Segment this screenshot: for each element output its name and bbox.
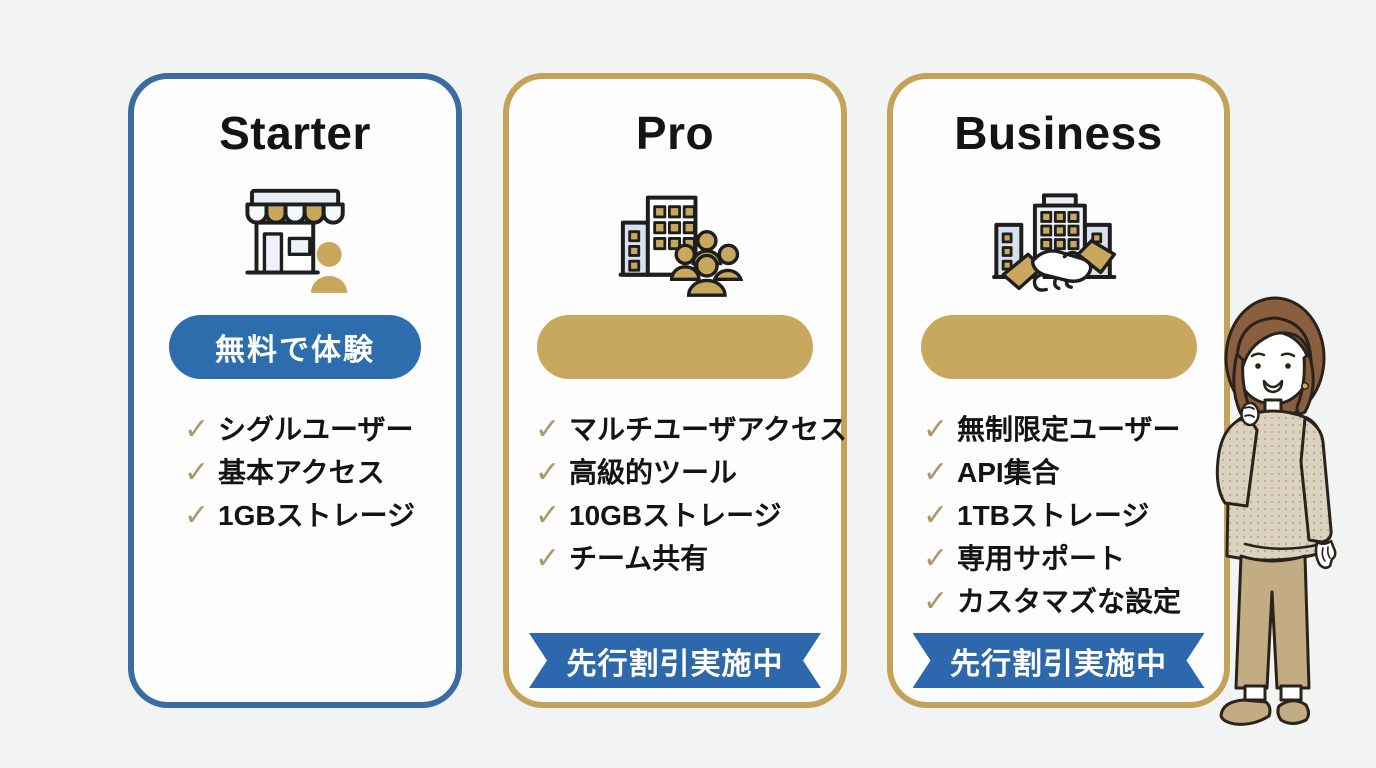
check-icon: ✓ [184, 499, 210, 532]
check-icon: ✓ [184, 413, 210, 446]
plan-card-starter: Starter 無料で体験 ✓ シグルユーザー [128, 73, 462, 708]
office-handshake-icon [893, 183, 1224, 303]
check-icon: ✓ [923, 542, 949, 575]
plan-card-business: Business [887, 73, 1230, 708]
feature-item: ✓ 高級的ツール [535, 456, 738, 489]
check-icon: ✓ [535, 542, 561, 575]
feature-item: ✓ API集合 [923, 456, 1060, 489]
check-icon: ✓ [923, 456, 949, 489]
plan-card-pro: Pro [503, 73, 847, 708]
check-icon: ✓ [923, 585, 949, 618]
storefront-icon [134, 183, 456, 303]
check-icon: ✓ [923, 413, 949, 446]
pro-feature-list: ✓ マルチユーザアクセス ✓ 高級的ツール ✓ 10GBストレージ ✓ チーム共… [509, 413, 848, 576]
check-icon: ✓ [184, 456, 210, 489]
feature-item: ✓ 無制限定ユーザー [923, 413, 1181, 446]
discount-ribbon: 先行割引実施中 [529, 633, 821, 688]
plan-title: Starter [219, 107, 371, 159]
business-cta-button[interactable] [920, 315, 1197, 379]
pro-cta-button[interactable] [537, 315, 813, 379]
feature-item: ✓ 10GBストレージ [535, 499, 782, 532]
feature-item: ✓ シグルユーザー [184, 413, 414, 446]
feature-item: ✓ チーム共有 [535, 542, 709, 575]
feature-item: ✓ カスタマズな設定 [923, 585, 1182, 618]
office-team-icon [509, 183, 841, 303]
feature-item: ✓ 1TBストレージ [923, 499, 1150, 532]
feature-item: ✓ 専用サポート [923, 542, 1126, 575]
check-icon: ✓ [535, 456, 561, 489]
plan-title: Pro [635, 107, 715, 159]
woman-cheering-illustration [1193, 290, 1363, 742]
check-icon: ✓ [535, 413, 561, 446]
check-icon: ✓ [535, 499, 561, 532]
starter-cta-button[interactable]: 無料で体験 [169, 315, 421, 379]
business-feature-list: ✓ 無制限定ユーザー ✓ API集合 ✓ 1TBストレージ ✓ 専用サポート ✓… [893, 413, 1224, 619]
plan-title: Business [954, 107, 1163, 159]
check-icon: ✓ [923, 499, 949, 532]
feature-item: ✓ 1GBストレージ [184, 499, 416, 532]
starter-feature-list: ✓ シグルユーザー ✓ 基本アクセス ✓ 1GBストレージ [134, 413, 456, 533]
feature-item: ✓ 基本アクセス [184, 456, 385, 489]
feature-item: ✓ マルチユーザアクセス [535, 413, 848, 446]
discount-ribbon: 先行割引実施中 [913, 633, 1205, 688]
